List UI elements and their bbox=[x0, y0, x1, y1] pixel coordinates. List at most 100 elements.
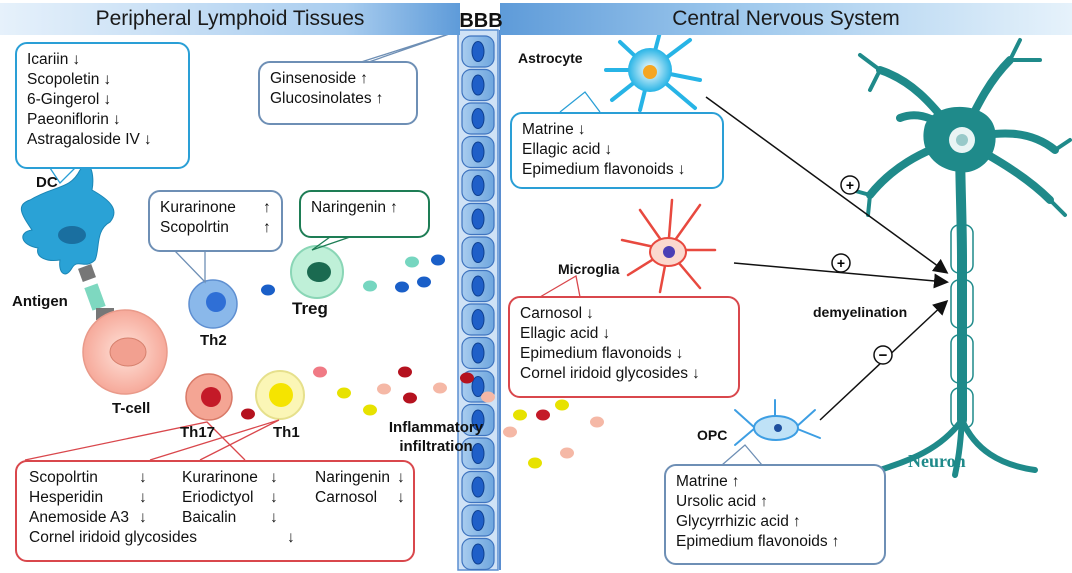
compound-name: Scopolrtin bbox=[160, 219, 229, 236]
bbb-nucleus bbox=[471, 175, 485, 196]
arrow-icon: ↓ bbox=[139, 509, 147, 526]
compound-row: Naringenin↑ bbox=[311, 198, 418, 218]
compound-name: Ellagic acid bbox=[520, 325, 599, 342]
treg-compounds-box: Naringenin↑ bbox=[299, 190, 430, 238]
cytokine-particle bbox=[405, 256, 419, 268]
bbb-nucleus bbox=[471, 41, 485, 62]
th17-label: Th17 bbox=[180, 424, 216, 441]
cytokine-particle bbox=[403, 392, 417, 404]
compound-row: Matrine↑ bbox=[676, 472, 874, 492]
arrow-icon: ↓ bbox=[602, 325, 611, 342]
compound-row: Glucosinolates↑ bbox=[270, 89, 406, 109]
compound-name: Icariin bbox=[27, 51, 69, 68]
cytokine-particle bbox=[313, 366, 327, 378]
bbb-nucleus bbox=[471, 208, 485, 230]
astrocyte-arrow bbox=[705, 96, 949, 274]
compound-row: Scopoletin↓ bbox=[27, 70, 178, 90]
compound-name: Epimedium flavonoids bbox=[676, 533, 828, 550]
dc-compounds-box: Icariin↓Scopoletin↓6-Gingerol↓Paeoniflor… bbox=[15, 42, 190, 169]
cytokine-particle bbox=[590, 416, 604, 428]
cytokine-particle bbox=[460, 372, 474, 384]
compound-name: Kurarinone bbox=[160, 199, 236, 216]
treg-label: Treg bbox=[292, 299, 328, 318]
th2-label: Th2 bbox=[200, 332, 227, 349]
cytokine-particle bbox=[377, 383, 391, 395]
neuron-label: Neuron bbox=[908, 451, 966, 471]
compound-name: Scopolrtin bbox=[29, 469, 98, 486]
cytokine-particle bbox=[261, 284, 275, 296]
cytokine-particle bbox=[555, 399, 569, 411]
compound-name: Ginsenoside bbox=[270, 70, 357, 87]
cytokine-particle bbox=[503, 426, 517, 438]
peripheral-title: Peripheral Lymphoid Tissues bbox=[95, 7, 365, 30]
compound-name: Glycyrrhizic acid bbox=[676, 513, 789, 530]
arrow-icon: ↓ bbox=[139, 469, 147, 486]
compound-name: Epimedium flavonoids bbox=[522, 161, 674, 178]
compound-row: Scopolrtin ↓ bbox=[29, 468, 179, 488]
cytokine-particle bbox=[363, 280, 377, 292]
compound-row: Glycyrrhizic acid↑ bbox=[676, 512, 874, 532]
compound-row: Icariin↓ bbox=[27, 50, 178, 70]
compound-name: Naringenin bbox=[311, 199, 386, 216]
astrocyte-label: Astrocyte bbox=[518, 50, 583, 66]
compound-row: Cornel iridoid glycosides↓ bbox=[520, 364, 728, 384]
bbb-nucleus bbox=[471, 376, 485, 397]
bbb-column bbox=[457, 29, 501, 571]
arrow-icon: ↑ bbox=[375, 90, 384, 107]
treg-box-pointer bbox=[311, 236, 351, 251]
th1-label: Th1 bbox=[273, 424, 300, 441]
th17-box-pointer bbox=[24, 421, 246, 461]
dc-box-pointer bbox=[49, 167, 76, 185]
astro-box-pointer bbox=[559, 91, 601, 113]
compound-row: Carnosol↓ bbox=[315, 488, 415, 508]
neuron-soma bbox=[923, 106, 996, 173]
neuron bbox=[850, 38, 1072, 478]
cytokine-particle bbox=[528, 457, 542, 469]
bbb-nucleus bbox=[471, 141, 485, 163]
compound-name: Anemoside A3 bbox=[29, 509, 129, 526]
th-column-3: Naringenin↓Carnosol↓ bbox=[315, 468, 415, 508]
arrow-icon: ↓ bbox=[604, 141, 613, 158]
compound-name: Hesperidin bbox=[29, 489, 104, 506]
compound-name: 6-Gingerol bbox=[27, 91, 100, 108]
compound-row: Naringenin↓ bbox=[315, 468, 415, 488]
astrocyte-cell bbox=[604, 30, 702, 112]
arrow-icon: ↓ bbox=[692, 365, 700, 382]
arrow-icon: ↓ bbox=[287, 529, 295, 546]
cytokine-particle bbox=[513, 409, 527, 421]
myelin-sheath bbox=[950, 224, 974, 429]
arrow-icon: ↑ bbox=[760, 493, 768, 510]
compound-row: Kurarinone↓ bbox=[182, 468, 312, 488]
cytokine-particle bbox=[398, 366, 412, 378]
arrow-icon: ↑ bbox=[389, 199, 398, 216]
arrow-icon: ↑ bbox=[263, 219, 271, 236]
arrow-icon: ↓ bbox=[677, 161, 686, 178]
antigen-shape bbox=[84, 283, 106, 311]
th2-box-pointer bbox=[174, 250, 206, 284]
bbb-nucleus bbox=[471, 443, 485, 464]
microglia-effect: + bbox=[831, 253, 851, 273]
antigen-receptor bbox=[78, 264, 96, 282]
compound-name: Glucosinolates bbox=[270, 90, 372, 107]
bbb-nucleus bbox=[471, 309, 485, 330]
arrow-icon: ↑ bbox=[831, 533, 840, 550]
bbb-nucleus bbox=[471, 108, 485, 129]
compound-name: Eriodictyol bbox=[182, 489, 254, 506]
arrow-icon: ↓ bbox=[143, 131, 152, 148]
compound-name: Baicalin bbox=[182, 509, 237, 526]
cytokine-particle bbox=[417, 276, 431, 288]
th17-th1-compounds-box: Scopolrtin↓Hesperidin↓Anemoside A3↓ Kura… bbox=[15, 460, 415, 562]
cytokine-particle bbox=[337, 387, 351, 399]
opc-compounds-box: Matrine↑Ursolic acid↑Glycyrrhizic acid↑E… bbox=[664, 464, 886, 565]
cytokine-particle bbox=[241, 408, 255, 420]
compound-name: Astragaloside IV bbox=[27, 131, 140, 148]
th1-box-pointer bbox=[149, 419, 280, 461]
compound-name: Cornel iridoid glycosides bbox=[29, 529, 197, 546]
compound-row: Hesperidin↓ bbox=[29, 488, 179, 508]
arrow-icon: ↓ bbox=[103, 91, 112, 108]
bbb-nucleus bbox=[471, 275, 485, 297]
compound-row: Astragaloside IV↓ bbox=[27, 130, 178, 150]
compound-name: Matrine bbox=[522, 121, 574, 138]
arrow-icon: ↓ bbox=[586, 305, 594, 322]
